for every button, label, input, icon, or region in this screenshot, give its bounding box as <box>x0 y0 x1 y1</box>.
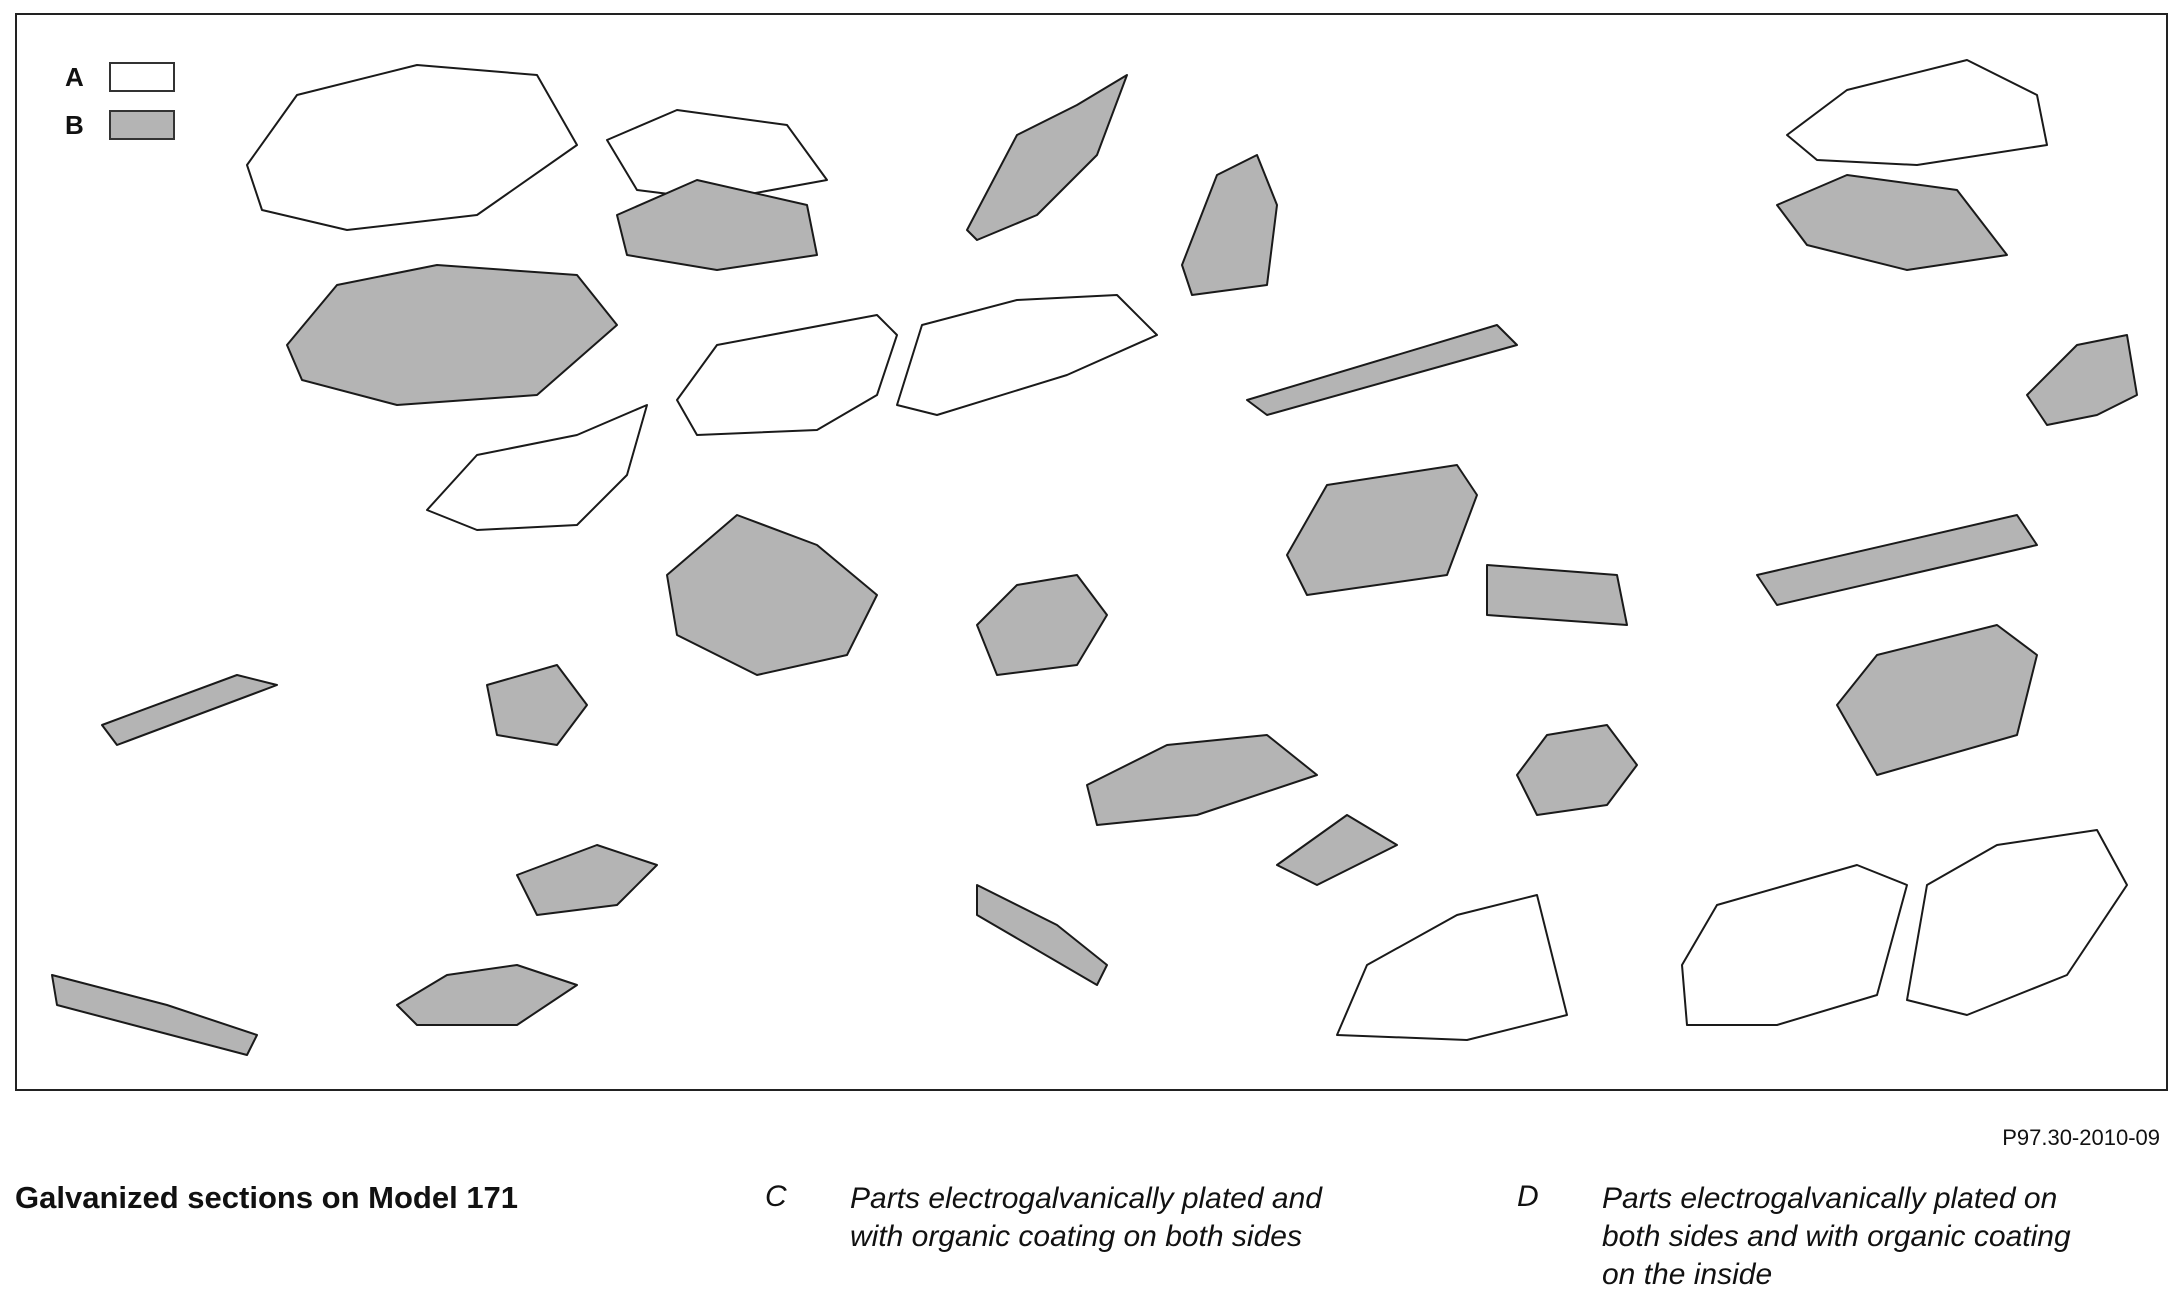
front-crossbar <box>51 974 258 1056</box>
legend-row-a: A <box>65 53 175 101</box>
door-inner-left <box>1286 464 1478 596</box>
dash-member <box>516 844 658 916</box>
rear-quarter-right <box>1906 829 2128 1016</box>
door-outer-right <box>1681 864 1908 1026</box>
note-text-c: Parts electrogalvanically plated and wit… <box>850 1182 1322 1253</box>
a-pillar-inner <box>966 74 1128 241</box>
wheel-arch-rear <box>1516 724 1638 816</box>
rear-wheelhouse <box>2026 334 2138 426</box>
note-key-c: C <box>765 1180 787 1213</box>
tunnel <box>976 884 1108 986</box>
door-outer-left <box>676 314 898 436</box>
legend-key-b: B <box>65 109 84 140</box>
legend: A B <box>65 53 175 149</box>
door-inner-right <box>1836 624 2038 776</box>
diagram-frame: A B <box>15 13 2168 1091</box>
exploded-body-parts-drawing <box>51 59 2138 1056</box>
front-longitudinal-member <box>101 674 278 746</box>
legend-row-b: B <box>65 101 175 149</box>
note-text-d: Parts electrogalvanically plated on both… <box>1602 1182 2071 1291</box>
caption-title: Galvanized sections on Model 171 <box>15 1180 519 1215</box>
rear-end-member <box>1276 814 1398 886</box>
bulkhead <box>666 514 878 676</box>
roof-frame <box>616 179 818 271</box>
inner-panel-right <box>396 964 578 1026</box>
side-sill-right <box>1756 514 2038 606</box>
rear-panel <box>1776 174 2008 271</box>
cross-member <box>1486 564 1628 626</box>
hood-inner-panel <box>286 264 618 406</box>
rear-quarter-left <box>896 294 1158 416</box>
legend-swatch-a <box>109 62 175 92</box>
figure-reference-code: P97.30-2010-09 <box>2002 1125 2160 1150</box>
roof-panel <box>606 109 828 201</box>
legend-key-a: A <box>65 61 84 92</box>
floor-section <box>1086 734 1318 826</box>
legend-swatch-b <box>109 110 175 140</box>
note-key-d: D <box>1517 1180 1539 1213</box>
b-pillar-left <box>1181 154 1278 296</box>
wheelhouse-front <box>976 574 1108 676</box>
front-fender-right <box>1336 894 1568 1041</box>
hood-outer-panel <box>246 64 578 231</box>
side-sill-left <box>1246 324 1518 416</box>
bracket-panel <box>486 664 588 746</box>
front-fender-left <box>426 404 648 531</box>
trunk-lid <box>1786 59 2048 166</box>
